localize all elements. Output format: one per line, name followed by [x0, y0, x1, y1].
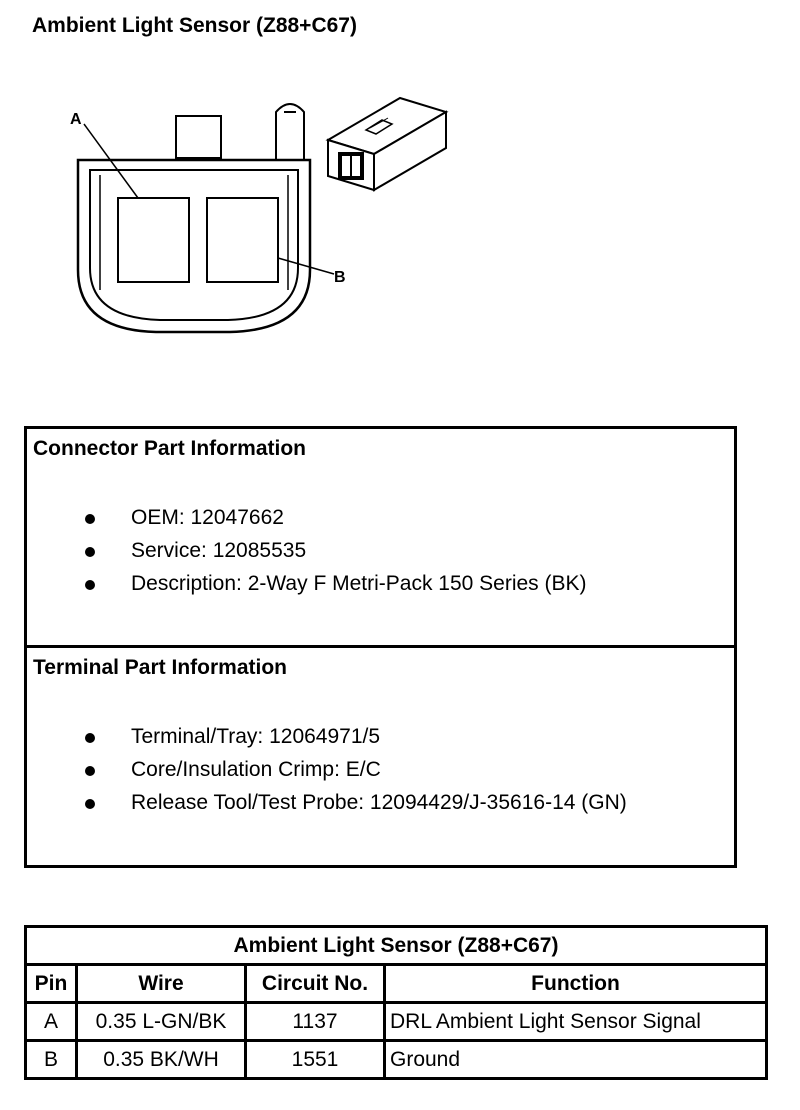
pin-table-caption: Ambient Light Sensor (Z88+C67) [24, 925, 768, 966]
wire-cell: 0.35 BK/WH [75, 1039, 247, 1080]
table-row: B 0.35 BK/WH 1551 Ground [24, 1039, 768, 1080]
column-header-pin: Pin [24, 963, 78, 1004]
bullet-icon [85, 514, 95, 524]
column-header-function: Function [383, 963, 768, 1004]
bullet-icon [85, 766, 95, 776]
cavity-b [206, 197, 279, 283]
connector-top-tab [175, 115, 222, 159]
wire-cell: 0.35 L-GN/BK [75, 1001, 247, 1042]
connector-diagram: A B [70, 96, 449, 334]
terminal-part-info: Terminal Part Information Terminal/Tray:… [27, 645, 734, 864]
pin-table-header: Pin Wire Circuit No. Function [24, 963, 768, 1004]
terminal-info-list: Terminal/Tray: 12064971/5 Core/Insulatio… [27, 720, 627, 819]
list-item: Service: 12085535 [27, 534, 587, 567]
connector-inner-body [89, 169, 299, 321]
circuit-cell: 1137 [244, 1001, 386, 1042]
bullet-icon [85, 547, 95, 557]
bullet-icon [85, 799, 95, 809]
list-item: Terminal/Tray: 12064971/5 [27, 720, 627, 753]
bullet-icon [85, 580, 95, 590]
pin-cell: B [24, 1039, 78, 1080]
connector-3d-view [325, 96, 449, 192]
cavity-a [117, 197, 190, 283]
table-row: A 0.35 L-GN/BK 1137 DRL Ambient Light Se… [24, 1001, 768, 1042]
list-item: Core/Insulation Crimp: E/C [27, 753, 627, 786]
list-item: OEM: 12047662 [27, 501, 587, 534]
function-cell: DRL Ambient Light Sensor Signal [383, 1001, 768, 1042]
column-header-wire: Wire [75, 963, 247, 1004]
list-item: Description: 2-Way F Metri-Pack 150 Seri… [27, 567, 587, 600]
part-info-box: Connector Part Information OEM: 12047662… [24, 426, 737, 868]
connector-info-heading: Connector Part Information [33, 437, 307, 460]
connector-part-info: Connector Part Information OEM: 12047662… [27, 429, 734, 645]
label-a: A [70, 111, 82, 128]
function-cell: Ground [383, 1039, 768, 1080]
page-title: Ambient Light Sensor (Z88+C67) [32, 14, 357, 37]
list-item: Release Tool/Test Probe: 12094429/J-3561… [27, 786, 627, 819]
connector-latch [275, 103, 305, 170]
label-b: B [334, 269, 346, 286]
terminal-info-heading: Terminal Part Information [33, 656, 287, 679]
connector-info-list: OEM: 12047662 Service: 12085535 Descript… [27, 501, 587, 600]
pin-cell: A [24, 1001, 78, 1042]
pin-table: Ambient Light Sensor (Z88+C67) Pin Wire … [24, 925, 768, 1080]
bullet-icon [85, 733, 95, 743]
column-header-circuit: Circuit No. [244, 963, 386, 1004]
circuit-cell: 1551 [244, 1039, 386, 1080]
